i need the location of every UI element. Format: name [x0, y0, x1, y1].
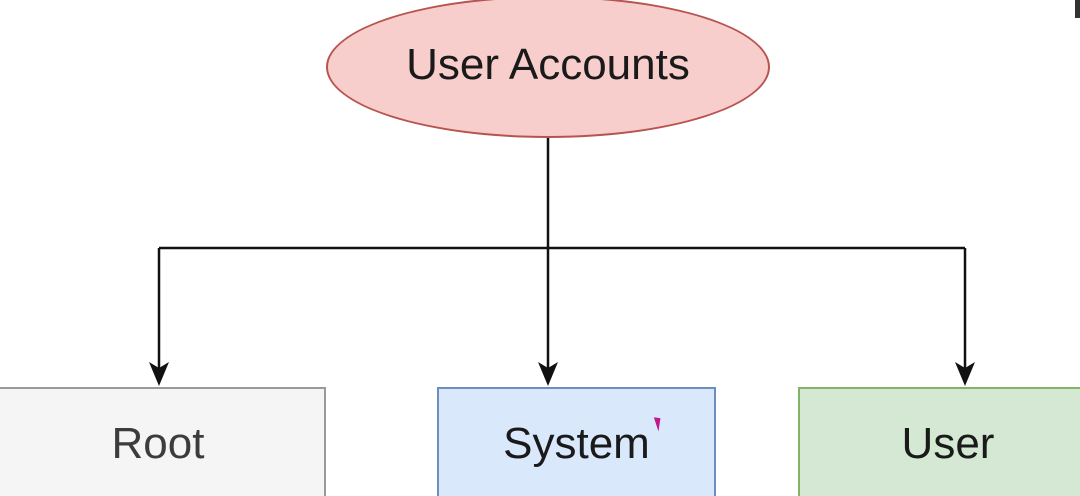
user-node[interactable]: User [798, 387, 1080, 496]
user-accounts-node[interactable]: User Accounts [326, 0, 770, 138]
arrowhead-user [955, 362, 975, 386]
user-accounts-label: User Accounts [406, 40, 690, 89]
root-label: Root [111, 419, 205, 468]
root-node[interactable]: Root [0, 387, 326, 496]
system-label: System [503, 419, 650, 468]
arrowhead-system [538, 362, 558, 386]
system-node[interactable]: System [437, 387, 716, 496]
window-edge-marker [1075, 0, 1080, 18]
arrowhead-root [149, 362, 169, 386]
user-label: User [901, 419, 995, 468]
